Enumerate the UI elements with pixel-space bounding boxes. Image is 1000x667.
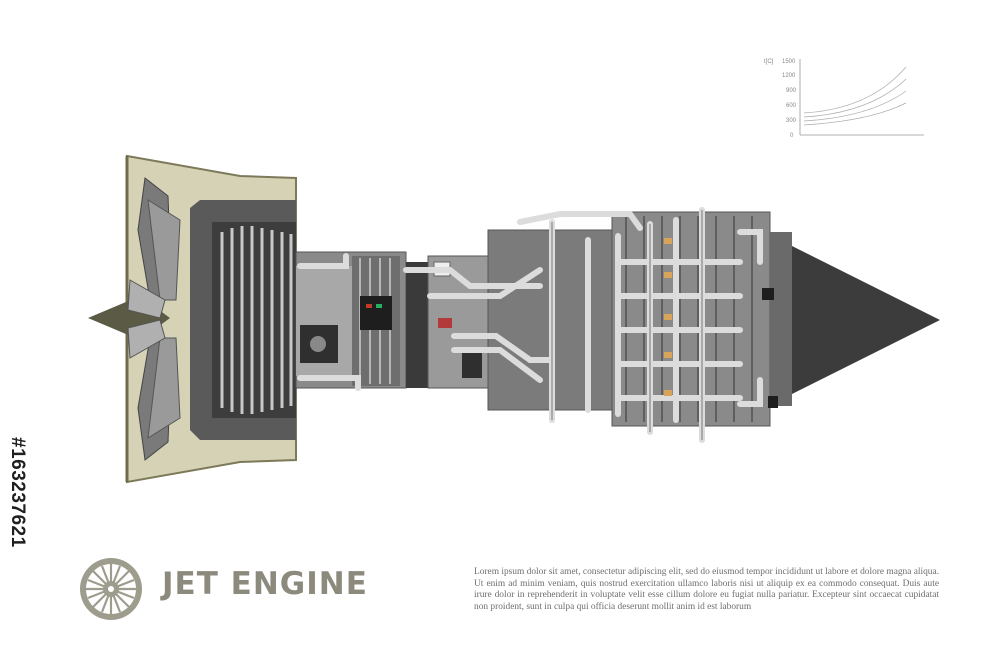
exhaust-cone [792,246,940,394]
mini-chart-curve [803,90,907,122]
mini-chart-axis-label: t[C] [764,59,774,65]
fan-blades [88,177,181,461]
mini-chart-tick: 600 [786,103,797,109]
compressor-stages [212,222,296,418]
pipe-shading [551,210,703,440]
turbine-section [487,211,792,427]
mini-chart-curve [803,102,907,126]
temperature-mini-chart: t[C] 1500 1200 900 600 300 0 [764,59,924,139]
stock-id-text: #163237621 [7,437,28,548]
description-text: Lorem ipsum dolor sit amet, consectetur … [474,567,939,612]
mini-chart-tick: 0 [790,133,794,139]
stock-id-label: #163237621 [0,437,30,637]
page-title: JET ENGINE [162,566,368,602]
fuel-nozzles [664,238,672,396]
mini-chart-tick: 1500 [782,59,796,65]
mini-chart-tick: 300 [786,118,797,124]
core-casing [295,251,489,389]
mini-chart-curve [803,66,907,114]
fan-logo-icon [80,558,142,620]
title-block: JET ENGINE [78,556,438,620]
mini-chart-tick: 1200 [782,73,796,79]
mini-chart-tick: 900 [786,88,797,94]
mini-chart-curve [803,78,907,118]
